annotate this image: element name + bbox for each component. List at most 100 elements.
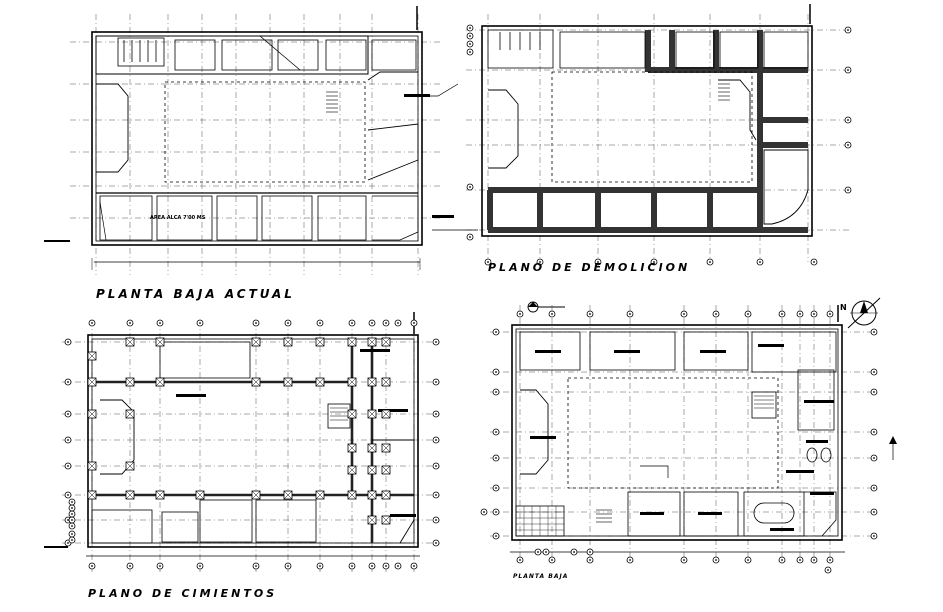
grid-bubble-dot <box>71 539 73 541</box>
grid-bubble-dot <box>469 51 471 53</box>
grid-bubble-dot <box>847 144 849 146</box>
grid-bubble-dot <box>397 322 399 324</box>
footing-cross <box>315 490 325 500</box>
grid-bubble-dot <box>683 313 685 315</box>
grid-bubble-dot <box>589 313 591 315</box>
footing-cross <box>125 337 135 347</box>
grid-bubble-dot <box>67 413 69 415</box>
p3-footings <box>87 337 391 525</box>
grid-bubble-dot <box>435 413 437 415</box>
grid-bubble-dot <box>545 551 547 553</box>
grid-bubble-dot <box>413 565 415 567</box>
footing-cross <box>347 490 357 500</box>
footing-cross <box>251 490 261 500</box>
grid-bubble-dot <box>551 559 553 561</box>
p1-room-label: AREA ALCA 7'00 MS <box>150 215 206 221</box>
grid-bubble-dot <box>469 27 471 29</box>
grid-bubble-dot <box>71 525 73 527</box>
title-planta-baja-actual: PLANTA BAJA ACTUAL <box>96 287 295 301</box>
grid-bubble-dot <box>469 186 471 188</box>
grid-bubble-dot <box>873 431 875 433</box>
footing-cross <box>381 465 391 475</box>
grid-bubble-dot <box>67 494 69 496</box>
grid-bubble-dot <box>873 331 875 333</box>
grid-bubble-dot <box>435 519 437 521</box>
grid-bubble-dot <box>159 322 161 324</box>
footing-cross <box>155 490 165 500</box>
title-plano-de-cimientos: PLANO DE CIMIENTOS <box>88 587 277 600</box>
grid-bubble-dot <box>319 322 321 324</box>
footing-cross <box>347 443 357 453</box>
grid-bubble-dot <box>495 457 497 459</box>
footing-cross <box>367 377 377 387</box>
grid-bubble-dot <box>469 43 471 45</box>
grid-bubble-dot <box>495 487 497 489</box>
grid-bubble-dot <box>159 565 161 567</box>
footing-cross <box>367 337 377 347</box>
footing-cross <box>125 490 135 500</box>
grid-bubble-dot <box>129 565 131 567</box>
grid-bubble-dot <box>873 511 875 513</box>
footing-cross <box>251 337 261 347</box>
grid-bubble-dot <box>813 313 815 315</box>
grid-bubble-dot <box>709 261 711 263</box>
grid-bubble-dot <box>435 494 437 496</box>
grid-bubble-dot <box>747 313 749 315</box>
grid-bubble-dot <box>397 565 399 567</box>
grid-bubble-dot <box>715 313 717 315</box>
footing-cross <box>125 377 135 387</box>
grid-bubble-dot <box>589 551 591 553</box>
grid-bubble-dot <box>435 439 437 441</box>
grid-bubble-dot <box>435 542 437 544</box>
grid-bubble-dot <box>351 565 353 567</box>
grid-bubble-dot <box>759 261 761 263</box>
grid-bubble-dot <box>829 313 831 315</box>
footing-cross <box>251 377 261 387</box>
grid-bubble-dot <box>629 559 631 561</box>
footing-cross <box>125 409 135 419</box>
grid-bubble-dot <box>67 465 69 467</box>
footing-cross <box>283 337 293 347</box>
grid-bubble-dot <box>597 261 599 263</box>
grid-bubble-dot <box>683 559 685 561</box>
grid-bubble-dot <box>319 565 321 567</box>
footing-cross <box>381 409 391 419</box>
footing-cross <box>347 409 357 419</box>
grid-bubble-dot <box>255 322 257 324</box>
panel-planta-baja <box>480 301 897 574</box>
grid-bubble-dot <box>799 313 801 315</box>
footing-cross <box>283 377 293 387</box>
p1-grid-lines <box>70 14 440 275</box>
footing-cross <box>125 461 135 471</box>
footing-cross <box>381 515 391 525</box>
grid-bubble-dot <box>435 341 437 343</box>
grid-bubble-dot <box>67 341 69 343</box>
footing-cross <box>347 377 357 387</box>
footing-cross <box>347 465 357 475</box>
title-planta-baja: PLANTA BAJA <box>513 573 568 580</box>
grid-bubble-dot <box>71 533 73 535</box>
grid-bubble-dot <box>351 322 353 324</box>
grid-bubble-dot <box>813 559 815 561</box>
grid-bubble-dot <box>873 535 875 537</box>
grid-bubble-dot <box>91 322 93 324</box>
grid-bubble-dot <box>71 501 73 503</box>
grid-bubble-dot <box>71 507 73 509</box>
footing-cross <box>347 337 357 347</box>
grid-bubble-dot <box>573 551 575 553</box>
footing-cross <box>367 443 377 453</box>
grid-bubble-dot <box>67 542 69 544</box>
footing-cross <box>381 337 391 347</box>
footing-cross <box>155 337 165 347</box>
footing-cross <box>315 337 325 347</box>
north-arrow-icon <box>847 297 881 329</box>
footing-cross <box>87 461 97 471</box>
grid-bubble-dot <box>873 371 875 373</box>
grid-bubble-dot <box>71 519 73 521</box>
grid-bubble-dot <box>287 322 289 324</box>
grid-bubble-dot <box>495 391 497 393</box>
grid-bubble-dot <box>799 559 801 561</box>
grid-bubble-dot <box>67 439 69 441</box>
